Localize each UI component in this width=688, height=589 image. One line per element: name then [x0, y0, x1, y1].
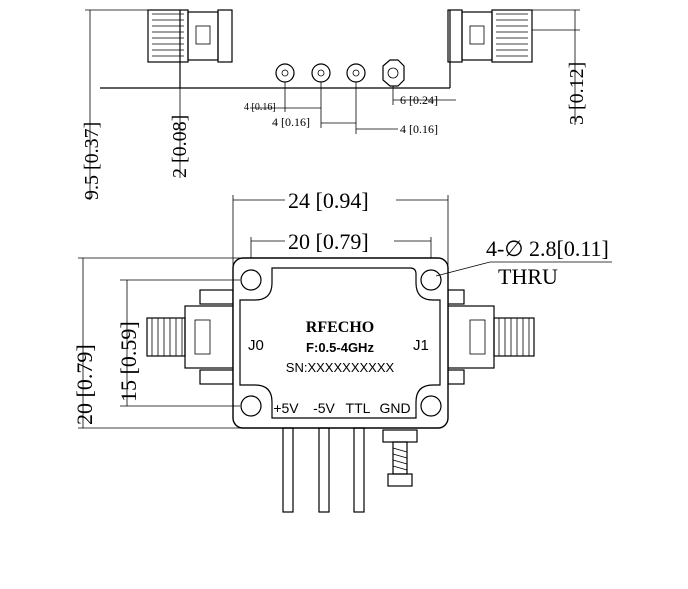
left-sma-connector-top — [147, 9, 233, 63]
dim-pitch-b: 4 [0.16] — [272, 115, 310, 129]
pin-label-gnd: GND — [379, 400, 410, 416]
front-view: 24 [0.94] 20 [0.79] — [72, 188, 612, 513]
dim-hole-spacing-x: 20 [0.79] — [288, 229, 369, 254]
left-sma-connector-front — [146, 289, 234, 385]
dim-pitch-a: 4 [0.16] — [244, 102, 276, 113]
dim-hole-spacing-y: 15 [0.59] — [116, 321, 141, 402]
hole-note-thru: THRU — [498, 264, 558, 289]
pins-front — [282, 427, 418, 513]
dim-pin-offset-top: 2 [0.08] — [169, 115, 191, 178]
label-area — [239, 267, 441, 419]
serial-label: SN:XXXXXXXXXX — [286, 360, 395, 375]
right-sma-connector-top — [447, 9, 533, 63]
pin-circles-top — [275, 59, 405, 87]
mounting-hole-br — [420, 395, 442, 417]
dim-pitch-c: 4 [0.16] — [400, 122, 438, 136]
pin-label-p5v: +5V — [273, 400, 299, 416]
hole-note: 4-∅ 2.8[0.11] — [486, 236, 609, 261]
dim-gnd-offset: 6 [0.24] — [400, 93, 438, 107]
dim-height-total-front: 20 [0.79] — [72, 344, 97, 425]
dim-width-total: 24 [0.94] — [288, 188, 369, 213]
port-out-label: J1 — [413, 337, 429, 354]
mounting-hole-bl — [240, 395, 262, 417]
frequency-label: F:0.5-4GHz — [306, 340, 374, 355]
right-sma-connector-front — [447, 289, 535, 385]
dim-height-total-top: 9.5 [0.37] — [81, 122, 103, 200]
pin-label-ttl: TTL — [346, 400, 371, 416]
mounting-hole-tr — [420, 269, 442, 291]
top-view: 9.5 [0.37] 2 [0.08] 3 [0.12] 4 [0.16] 4 … — [81, 9, 588, 200]
mounting-hole-tl — [240, 269, 262, 291]
brand-label: RFECHO — [306, 319, 374, 336]
module-body — [232, 257, 449, 429]
dim-connector-top: 3 [0.12] — [566, 62, 588, 125]
port-in-label: J0 — [248, 337, 264, 354]
pin-label-n5v: -5V — [313, 400, 335, 416]
